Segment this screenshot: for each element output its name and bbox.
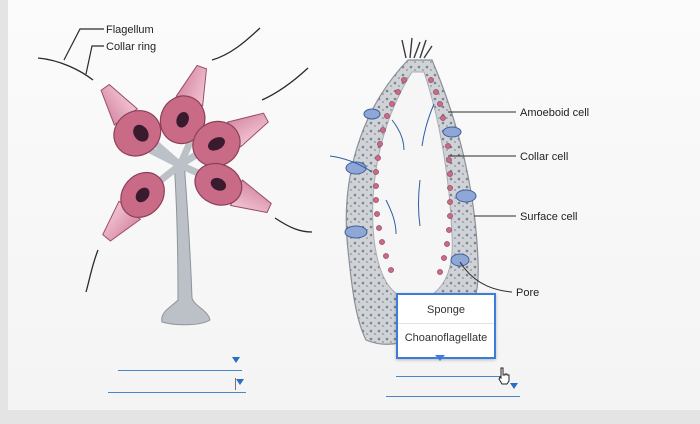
label-surface-cell: Surface cell [520, 211, 577, 223]
flagellum-leader [63, 28, 104, 61]
answer-dropdown-1[interactable] [118, 356, 242, 371]
label-flagellum: Flagellum [106, 24, 154, 36]
dropdown-divider [235, 378, 236, 390]
option-sponge[interactable]: Sponge [427, 304, 465, 316]
flagellum-line [85, 249, 99, 293]
flagellum-line [274, 217, 313, 233]
choano-cell [194, 162, 272, 214]
answer-dropdown-4[interactable] [386, 382, 520, 397]
label-amoeboid-cell: Amoeboid cell [520, 107, 589, 119]
flagellum-line [211, 27, 261, 61]
pore-cells [344, 108, 477, 267]
sponge-section: Amoeboid cell Collar cell Surface cell P… [329, 37, 589, 345]
choano-cell [159, 64, 208, 145]
answer-dropdown-2[interactable] [108, 378, 246, 393]
chevron-down-icon[interactable] [510, 383, 518, 389]
choanoflagellate-colony: Flagellum Collar ring [37, 24, 313, 326]
hand-cursor-icon [498, 367, 510, 385]
pore-leader [459, 261, 513, 293]
answer-dropdown-3[interactable] [396, 362, 508, 377]
flagellum-line [261, 67, 309, 101]
option-separator [398, 323, 494, 324]
collar-ring-leader [85, 45, 104, 75]
choano-cell [100, 83, 162, 157]
popup-pointer [435, 355, 445, 361]
chevron-down-icon[interactable] [236, 379, 244, 385]
choano-cell [192, 112, 269, 167]
label-collar-ring: Collar ring [106, 41, 156, 53]
colony-stalk [161, 159, 211, 326]
flagellum-line [37, 57, 94, 81]
label-collar-cell: Collar cell [520, 151, 568, 163]
chevron-down-icon[interactable] [232, 357, 240, 363]
dropdown-options-popup[interactable]: Sponge Choanoflagellate [396, 293, 496, 359]
option-choanoflagellate[interactable]: Choanoflagellate [404, 332, 488, 344]
label-pore: Pore [516, 287, 539, 299]
water-flow-arrows [329, 103, 435, 235]
choano-cell [102, 171, 165, 242]
osculum-tuft [401, 37, 433, 59]
